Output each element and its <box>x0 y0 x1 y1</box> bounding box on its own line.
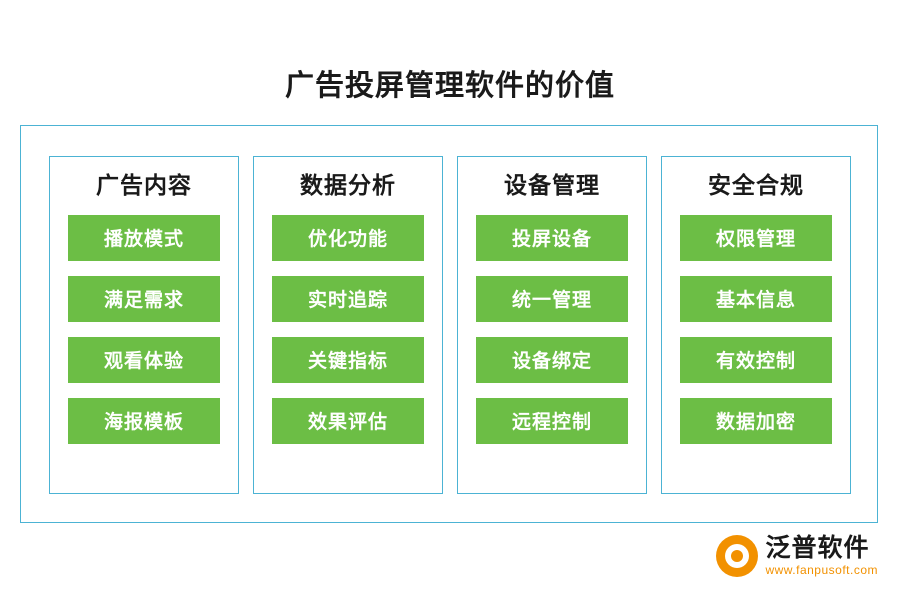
logo-company-name: 泛普软件 <box>765 533 870 562</box>
column-data-analysis: 数据分析 优化功能 实时追踪 关键指标 效果评估 <box>253 156 443 494</box>
column-heading: 安全合规 <box>708 172 804 198</box>
logo-text-block: 泛普软件 www.fanpusoft.com <box>765 533 878 578</box>
chip-item[interactable]: 效果评估 <box>272 397 424 444</box>
chip-item[interactable]: 海报模板 <box>68 397 220 444</box>
chip-item[interactable]: 数据加密 <box>680 397 832 444</box>
chip-item[interactable]: 播放模式 <box>68 214 220 261</box>
brand-logo: 泛普软件 www.fanpusoft.com <box>716 532 878 580</box>
diagram-outer-frame: 广告内容 播放模式 满足需求 观看体验 海报模板 数据分析 优化功能 实时追踪 … <box>20 125 878 523</box>
columns-container: 广告内容 播放模式 满足需求 观看体验 海报模板 数据分析 优化功能 实时追踪 … <box>21 126 879 524</box>
chip-item[interactable]: 满足需求 <box>68 275 220 322</box>
chip-item[interactable]: 优化功能 <box>272 214 424 261</box>
chip-item[interactable]: 实时追踪 <box>272 275 424 322</box>
logo-website-url: www.fanpusoft.com <box>765 563 878 578</box>
chip-item[interactable]: 投屏设备 <box>476 214 628 261</box>
chip-item[interactable]: 远程控制 <box>476 397 628 444</box>
chip-item[interactable]: 权限管理 <box>680 214 832 261</box>
column-heading: 数据分析 <box>300 172 396 198</box>
column-security-compliance: 安全合规 权限管理 基本信息 有效控制 数据加密 <box>661 156 851 494</box>
column-advertising-content: 广告内容 播放模式 满足需求 观看体验 海报模板 <box>49 156 239 494</box>
chip-item[interactable]: 关键指标 <box>272 336 424 383</box>
column-heading: 广告内容 <box>96 172 192 198</box>
chip-item[interactable]: 统一管理 <box>476 275 628 322</box>
chip-item[interactable]: 观看体验 <box>68 336 220 383</box>
sun-swirl-icon <box>716 535 759 577</box>
chip-item[interactable]: 有效控制 <box>680 336 832 383</box>
page-title: 广告投屏管理软件的价值 <box>284 70 615 102</box>
chip-item[interactable]: 设备绑定 <box>476 336 628 383</box>
column-heading: 设备管理 <box>504 172 600 198</box>
chip-item[interactable]: 基本信息 <box>680 275 832 322</box>
column-device-management: 设备管理 投屏设备 统一管理 设备绑定 远程控制 <box>457 156 647 494</box>
